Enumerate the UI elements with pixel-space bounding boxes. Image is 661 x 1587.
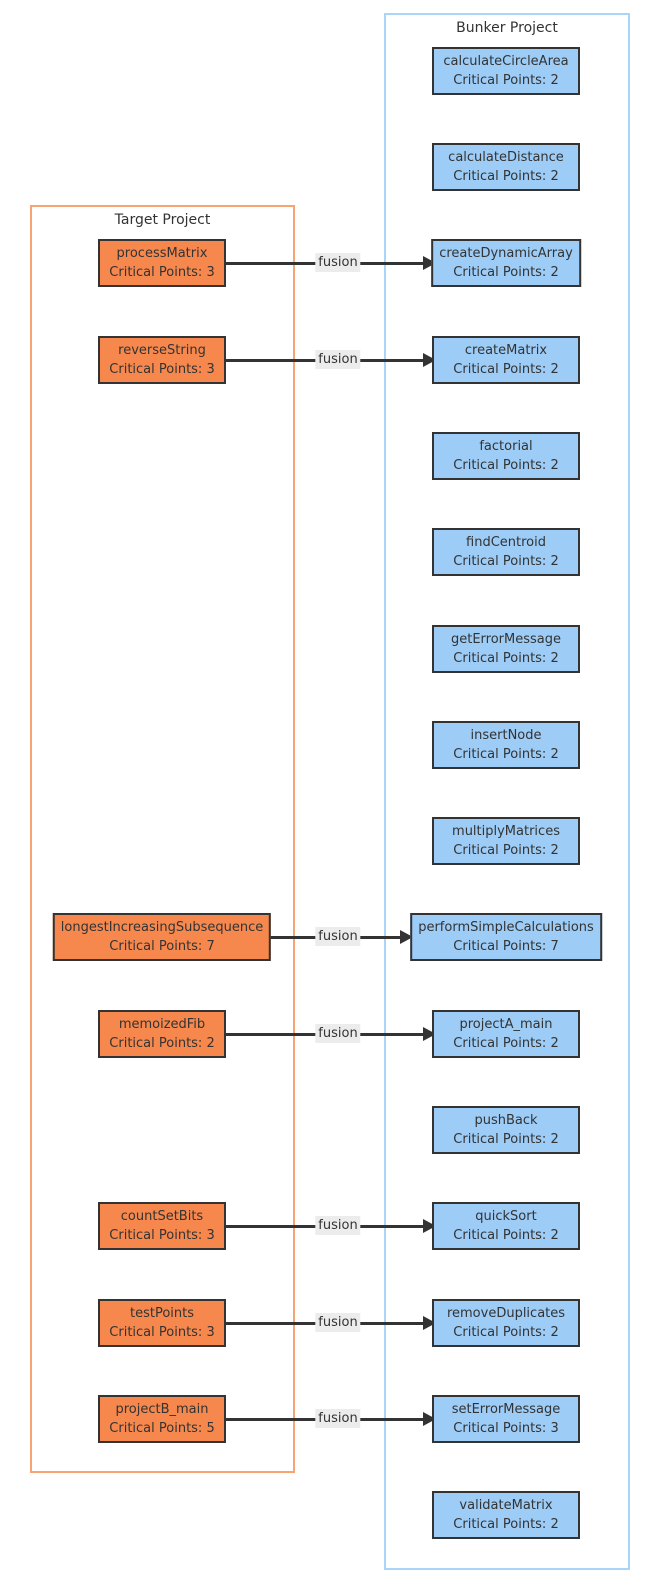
function-name: reverseString <box>118 343 206 358</box>
function-name: longestIncreasingSubsequence <box>60 920 264 935</box>
function-name: createDynamicArray <box>439 246 573 261</box>
target-project-title: Target Project <box>114 212 211 228</box>
function-name: countSetBits <box>120 1209 204 1224</box>
edge-label: fusion <box>315 253 361 272</box>
target-project-container: Target Project <box>30 205 295 1473</box>
function-node: quickSort Critical Points: 2 <box>432 1202 580 1250</box>
critical-points: Critical Points: 2 <box>453 169 559 184</box>
critical-points: Critical Points: 2 <box>453 1132 559 1147</box>
edge-line <box>205 261 424 265</box>
critical-points: Critical Points: 3 <box>453 1421 559 1436</box>
critical-points: Critical Points: 3 <box>109 1228 215 1243</box>
function-node: removeDuplicates Critical Points: 2 <box>432 1299 580 1347</box>
bunker-project-title: Bunker Project <box>456 20 558 36</box>
function-node: insertNode Critical Points: 2 <box>432 721 580 769</box>
edge-label: fusion <box>315 927 361 946</box>
critical-points: Critical Points: 2 <box>453 651 559 666</box>
edge-line <box>205 358 424 362</box>
function-node: projectA_main Critical Points: 2 <box>432 1010 580 1058</box>
function-node: memoizedFib Critical Points: 2 <box>98 1010 226 1058</box>
function-name: findCentroid <box>466 535 546 550</box>
function-name: setErrorMessage <box>451 1402 561 1417</box>
critical-points: Critical Points: 2 <box>453 1228 559 1243</box>
critical-points: Critical Points: 7 <box>109 939 215 954</box>
critical-points: Critical Points: 2 <box>453 1517 559 1532</box>
edge-line <box>205 1417 424 1421</box>
critical-points: Critical Points: 7 <box>453 939 559 954</box>
function-node: setErrorMessage Critical Points: 3 <box>432 1395 580 1443</box>
critical-points: Critical Points: 2 <box>453 362 559 377</box>
function-name: processMatrix <box>116 246 208 261</box>
critical-points: Critical Points: 3 <box>109 1325 215 1340</box>
function-node: validateMatrix Critical Points: 2 <box>432 1491 580 1539</box>
function-name: performSimpleCalculations <box>418 920 594 935</box>
arrowhead-icon <box>400 930 413 944</box>
function-name: insertNode <box>470 728 542 743</box>
bunker-project-container: Bunker Project <box>384 13 630 1570</box>
edge-label: fusion <box>315 1024 361 1043</box>
function-node: calculateCircleArea Critical Points: 2 <box>432 47 580 95</box>
critical-points: Critical Points: 2 <box>453 458 559 473</box>
function-name: removeDuplicates <box>446 1306 566 1321</box>
function-node: createDynamicArray Critical Points: 2 <box>431 239 581 287</box>
function-name: multiplyMatrices <box>452 824 560 839</box>
function-node: countSetBits Critical Points: 3 <box>98 1202 226 1250</box>
function-name: factorial <box>479 439 533 454</box>
function-node: testPoints Critical Points: 3 <box>98 1299 226 1347</box>
critical-points: Critical Points: 2 <box>453 1325 559 1340</box>
function-node: performSimpleCalculations Critical Point… <box>410 913 602 961</box>
function-node: pushBack Critical Points: 2 <box>432 1106 580 1154</box>
function-node: projectB_main Critical Points: 5 <box>98 1395 226 1443</box>
function-name: calculateCircleArea <box>443 54 569 69</box>
function-node: reverseString Critical Points: 3 <box>98 336 226 384</box>
critical-points: Critical Points: 2 <box>453 73 559 88</box>
critical-points: Critical Points: 3 <box>109 265 215 280</box>
function-node: processMatrix Critical Points: 3 <box>98 239 226 287</box>
function-name: projectB_main <box>115 1402 209 1417</box>
critical-points: Critical Points: 2 <box>453 747 559 762</box>
edge-label: fusion <box>315 1313 361 1332</box>
edge-line <box>205 1321 424 1325</box>
function-node: longestIncreasingSubsequence Critical Po… <box>52 913 272 961</box>
edge-label: fusion <box>315 1216 361 1235</box>
edge-label: fusion <box>315 350 361 369</box>
edge-label: fusion <box>315 1409 361 1428</box>
function-node: findCentroid Critical Points: 2 <box>432 528 580 576</box>
function-node: createMatrix Critical Points: 2 <box>432 336 580 384</box>
function-name: testPoints <box>129 1306 195 1321</box>
critical-points: Critical Points: 3 <box>109 362 215 377</box>
function-node: multiplyMatrices Critical Points: 2 <box>432 817 580 865</box>
function-name: pushBack <box>474 1113 538 1128</box>
function-node: calculateDistance Critical Points: 2 <box>432 143 580 191</box>
edge-line <box>205 1032 424 1036</box>
critical-points: Critical Points: 2 <box>453 843 559 858</box>
critical-points: Critical Points: 2 <box>453 554 559 569</box>
edge-line <box>205 1224 424 1228</box>
critical-points: Critical Points: 2 <box>453 1036 559 1051</box>
function-name: validateMatrix <box>459 1498 553 1513</box>
function-name: memoizedFib <box>118 1017 206 1032</box>
function-node: getErrorMessage Critical Points: 2 <box>432 625 580 673</box>
critical-points: Critical Points: 2 <box>453 265 559 280</box>
function-node: factorial Critical Points: 2 <box>432 432 580 480</box>
function-name: createMatrix <box>464 343 548 358</box>
function-name: quickSort <box>475 1209 537 1224</box>
critical-points: Critical Points: 5 <box>109 1421 215 1436</box>
function-name: projectA_main <box>459 1017 553 1032</box>
function-name: getErrorMessage <box>450 632 561 647</box>
critical-points: Critical Points: 2 <box>109 1036 215 1051</box>
function-name: calculateDistance <box>448 150 564 165</box>
